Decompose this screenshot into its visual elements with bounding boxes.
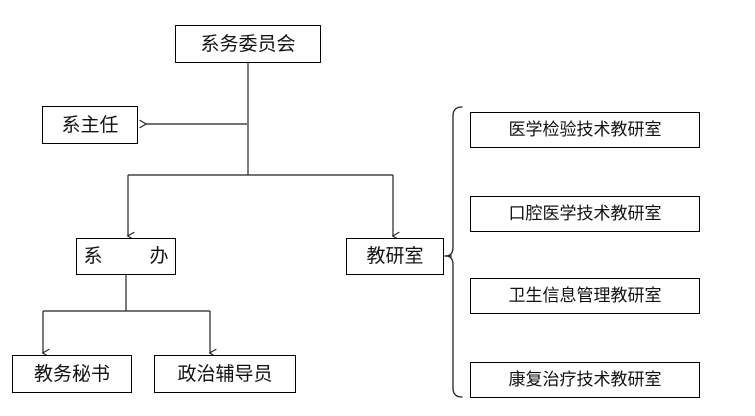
node-committee-label: 系务委员会: [200, 32, 296, 55]
node-committee[interactable]: 系务委员会: [175, 25, 321, 63]
node-teaching-office-label: 教研室: [366, 245, 424, 267]
node-department-office[interactable]: 系 办: [76, 238, 176, 275]
node-academic-secretary-label: 教务秘书: [33, 362, 110, 385]
node-stomatology-office[interactable]: 口腔医学技术教研室: [470, 196, 700, 232]
node-health-information-office-label: 卫生信息管理教研室: [508, 285, 662, 306]
node-rehabilitation-office-label: 康复治疗技术教研室: [508, 369, 662, 390]
node-rehabilitation-office[interactable]: 康复治疗技术教研室: [470, 362, 700, 398]
department-group-brace: [445, 106, 463, 398]
node-department-head-label: 系主任: [61, 113, 119, 136]
node-political-counselor[interactable]: 政治辅导员: [154, 355, 296, 393]
node-lab-medicine-office-label: 医学检验技术教研室: [508, 119, 662, 140]
node-department-office-label: 系 办: [83, 245, 183, 267]
node-lab-medicine-office[interactable]: 医学检验技术教研室: [470, 112, 700, 148]
node-health-information-office[interactable]: 卫生信息管理教研室: [470, 278, 700, 314]
node-academic-secretary[interactable]: 教务秘书: [12, 355, 132, 393]
node-teaching-office[interactable]: 教研室: [346, 238, 444, 275]
node-stomatology-office-label: 口腔医学技术教研室: [508, 203, 662, 224]
node-political-counselor-label: 政治辅导员: [177, 362, 273, 385]
node-department-head[interactable]: 系主任: [42, 106, 138, 144]
